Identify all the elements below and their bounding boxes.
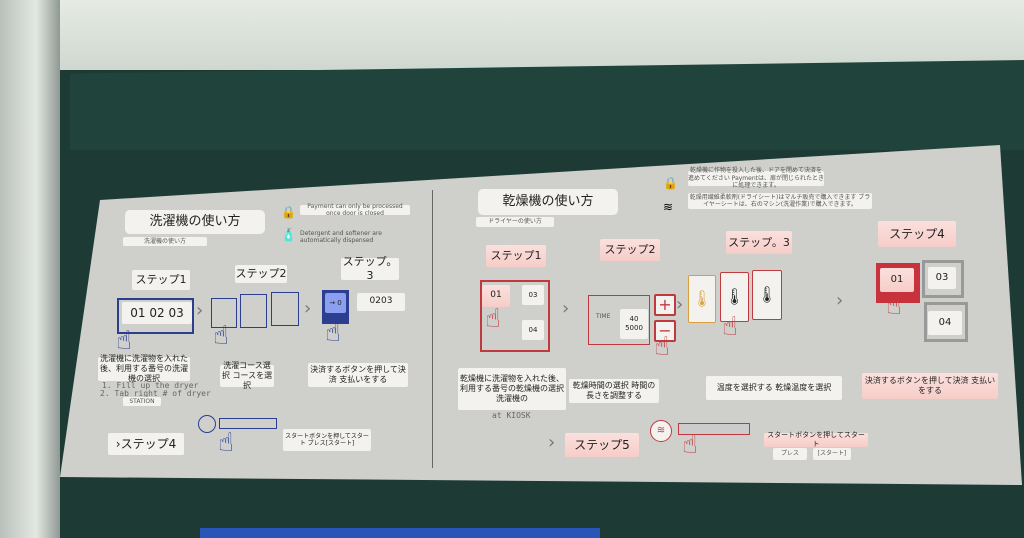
dryer-start-icon: ≋	[650, 420, 672, 442]
detergent-icon: 🧴	[281, 228, 296, 242]
chevron-right-icon: ›	[196, 300, 204, 321]
washer-step1-desc: 洗濯機に洗濯物を入れた後、利用する番号の洗濯機の選択	[98, 354, 190, 383]
washer-step1-en1: 1. Fill up the dryer	[102, 381, 199, 390]
time-value: 40 5000	[620, 309, 648, 339]
hand-pointer-icon: ☝	[485, 304, 501, 334]
hand-pointer-icon: ☝	[886, 291, 902, 321]
dryer-notice1: 乾燥機に作物を投入した後、ドアを閉めて決済を進めてください Paymentは、扉…	[688, 167, 824, 190]
washer-step3-number: 0203	[357, 293, 405, 311]
course-card	[271, 292, 299, 326]
dryer-step5-press: プレス	[773, 448, 807, 460]
dryer-step5-start: [スタート]	[813, 448, 851, 460]
dryer-box-01: 01	[482, 285, 510, 307]
hand-pointer-icon: ☝	[116, 326, 132, 356]
chevron-right-icon: ›	[304, 298, 312, 319]
pillar	[0, 0, 60, 538]
course-card	[211, 298, 237, 328]
washer-machine-numbers: 01 02 03	[122, 302, 192, 324]
washer-machine-panel	[117, 298, 194, 334]
washer-title: 洗濯機の使い方	[125, 210, 265, 234]
dryer-slot	[924, 302, 968, 342]
lock-icon: 🔒	[281, 205, 296, 219]
washer-step2: ステップ2	[235, 265, 287, 283]
dryer-title: 乾燥機の使い方	[478, 189, 618, 215]
time-plus-button: +	[654, 294, 676, 316]
dryer-notice2: 乾燥用繊維柔軟剤(ドライシート)はマルチ販売で購入できます ブライヤーシートは、…	[688, 193, 872, 209]
dryer-step1: ステップ1	[486, 245, 546, 267]
dryer-sheet-icon: ≋	[663, 200, 674, 214]
dryer-box-04: 04	[522, 320, 544, 340]
washer-notice-detergent: Detergent and softener are automatically…	[300, 230, 382, 244]
washer-step3-desc: 決済するボタンを押して決済 支払いをする	[308, 363, 408, 387]
dryer-slot	[922, 260, 964, 298]
hand-pointer-icon: ☝	[682, 430, 698, 460]
dryer-step3-desc: 温度を選択する 乾燥温度を選択	[706, 376, 842, 400]
dryer-step2-desc: 乾燥時間の選択 時間の長さを調整する	[569, 379, 659, 403]
screen-edge	[200, 528, 600, 538]
dryer-step4: ステップ4	[878, 221, 956, 247]
dryer4-box-04: 04	[928, 311, 962, 335]
hand-pointer-icon: ☝	[213, 321, 229, 351]
lock-icon: 🔒	[663, 176, 678, 190]
thermometer-mid-icon: 🌡	[720, 272, 749, 322]
washer-step1-tag: STATION	[123, 397, 161, 406]
chevron-right-icon: ›	[676, 294, 684, 315]
washer-step4: ›ステップ4	[108, 433, 184, 455]
washer-notice-payment: Payment can only be processed once door …	[300, 203, 410, 217]
dryer4-box-01: 01	[880, 268, 914, 292]
washer-step4-desc: スタートボタンを押してスタート プレス[スタート]	[283, 429, 371, 451]
washer-step1-en2: 2. Tab right # of dryer	[100, 389, 211, 398]
wall-tiles	[0, 0, 1024, 70]
dryer4-box-03: 03	[928, 267, 956, 289]
dryer-step1-desc: 乾燥機に洗濯物を入れた後、利用する番号の乾燥機の選択 洗濯機の	[458, 368, 566, 410]
dryer-subtitle: ドライヤーの使い方	[476, 217, 554, 227]
dryer-step5: ステップ5	[565, 433, 639, 457]
start-panel	[678, 423, 750, 435]
frame	[70, 60, 1024, 150]
pay-screen: → 0	[322, 290, 349, 324]
washer-subtitle: 洗濯機の使い方	[123, 237, 207, 246]
washer-step2-desc: 洗濯コース選択 コースを選択	[220, 361, 274, 390]
divider	[432, 190, 433, 468]
dryer-step5-desc: スタートボタンを押してスタート	[764, 431, 868, 448]
washer-step3: ステップ。3	[341, 255, 399, 282]
chevron-right-icon: ›	[548, 432, 556, 453]
pay-screen-text: → 0	[325, 293, 346, 313]
thermometer-low-icon: 🌡	[688, 275, 716, 323]
chevron-right-icon: ›	[562, 298, 570, 319]
dryer-box-03: 03	[522, 285, 544, 305]
chevron-right-icon: ›	[836, 290, 844, 311]
dryer-step2: ステップ2	[600, 239, 660, 261]
washer-icon	[198, 415, 216, 433]
hand-pointer-icon: ☝	[722, 312, 738, 342]
time-panel	[588, 295, 650, 345]
dryer-grid	[480, 280, 550, 352]
dryer-step4-desc: 決済するボタンを押して決済 支払いをする	[862, 373, 998, 399]
dryer-step3: ステップ。3	[726, 231, 792, 254]
start-panel	[219, 418, 277, 429]
hand-pointer-icon: ☝	[325, 318, 341, 348]
hand-pointer-icon: ☝	[654, 332, 670, 362]
time-label: TIME	[596, 313, 611, 320]
time-minus-button: −	[654, 320, 676, 342]
washer-step1: ステップ1	[132, 270, 190, 290]
dryer-step1-en: at KIOSK	[492, 411, 531, 420]
course-card	[240, 294, 267, 328]
hand-pointer-icon: ☝	[218, 428, 234, 458]
thermometer-high-icon: 🌡	[752, 270, 782, 320]
